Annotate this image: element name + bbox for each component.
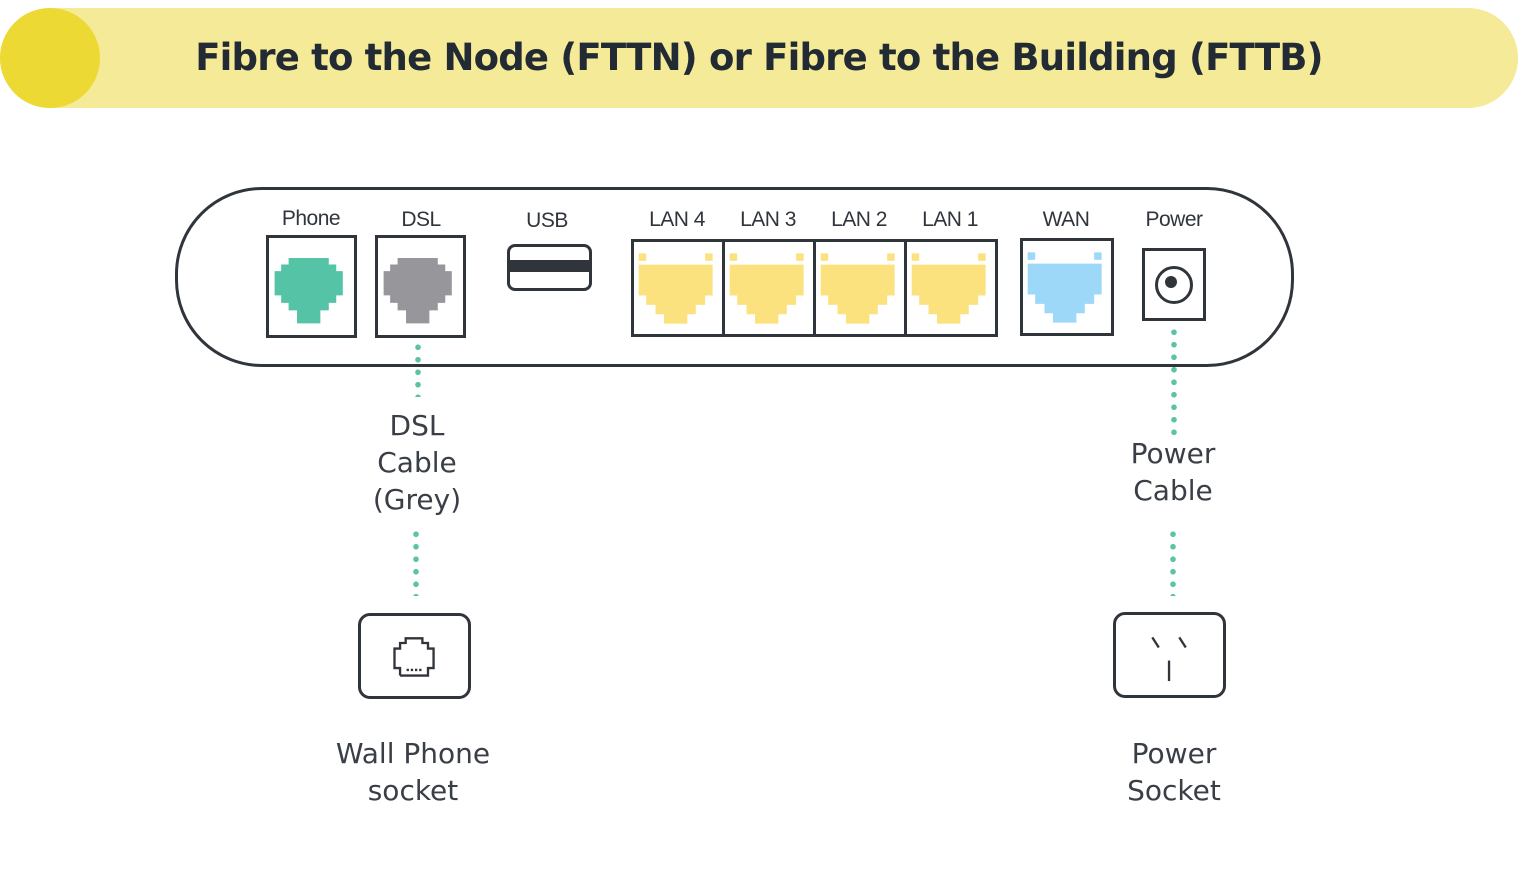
dsl-cable-dotted-line-lower (413, 528, 419, 596)
title-banner (0, 8, 1518, 108)
port-label-power: Power (1145, 208, 1203, 231)
lan3-port (722, 239, 816, 337)
dsl-cable-caption-line3: (Grey) (372, 483, 462, 516)
power-socket-caption-line1: Power (1131, 737, 1217, 770)
power-socket-caption-line2: Socket (1127, 774, 1221, 807)
wall-phone-socket-caption: Wall Phone socket (313, 735, 513, 809)
lan1-jack-icon (911, 253, 986, 324)
wan-port (1020, 238, 1114, 336)
lan2-jack-icon (820, 253, 895, 324)
power-cable-caption-line1: Power (1130, 437, 1216, 470)
port-label-lan4: LAN 4 (649, 208, 705, 231)
power-jack-pin (1165, 276, 1177, 288)
port-label-lan2: LAN 2 (831, 208, 887, 231)
power-jack-ring (1155, 266, 1193, 304)
lan2-port (813, 239, 907, 337)
wall-phone-socket (358, 613, 471, 699)
lan3-jack-icon (729, 253, 804, 324)
wall-phone-socket-caption-line2: socket (367, 774, 459, 807)
power-cable-dotted-line-lower (1170, 528, 1176, 596)
usb-port-tongue (510, 260, 589, 272)
port-label-dsl: DSL (401, 208, 441, 231)
wall-phone-socket-caption-line1: Wall Phone (335, 737, 491, 770)
dsl-cable-caption-line1: DSL (389, 409, 445, 442)
lan1-port (904, 239, 998, 337)
usb-port (507, 244, 592, 291)
dsl-port (375, 235, 466, 338)
page-title: Fibre to the Node (FTTN) or Fibre to the… (195, 36, 1323, 79)
phone-jack-icon (274, 258, 343, 324)
port-label-phone: Phone (281, 207, 341, 230)
power-cable-dotted-line-upper (1171, 326, 1177, 438)
lan4-jack-icon (638, 253, 713, 324)
power-cable-caption-line2: Cable (1133, 474, 1213, 507)
port-label-lan1: LAN 1 (922, 208, 978, 231)
banner-accent-dot (0, 8, 100, 108)
power-outlet-icon (1151, 636, 1187, 682)
port-label-usb: USB (526, 209, 568, 232)
wan-jack-icon (1027, 252, 1102, 323)
power-socket (1113, 612, 1226, 698)
port-label-wan: WAN (1042, 208, 1090, 231)
phone-port (266, 235, 357, 338)
phone-socket-icon (393, 637, 435, 677)
power-port (1142, 248, 1206, 321)
dsl-cable-caption: DSL Cable (Grey) (337, 407, 497, 518)
lan4-port (631, 239, 725, 337)
power-cable-caption: Power Cable (1093, 435, 1253, 509)
port-label-lan3: LAN 3 (740, 208, 796, 231)
power-socket-caption: Power Socket (1074, 735, 1274, 809)
dsl-jack-icon (383, 258, 452, 324)
dsl-cable-caption-line2: Cable (377, 446, 457, 479)
dsl-cable-dotted-line-upper (415, 341, 421, 397)
